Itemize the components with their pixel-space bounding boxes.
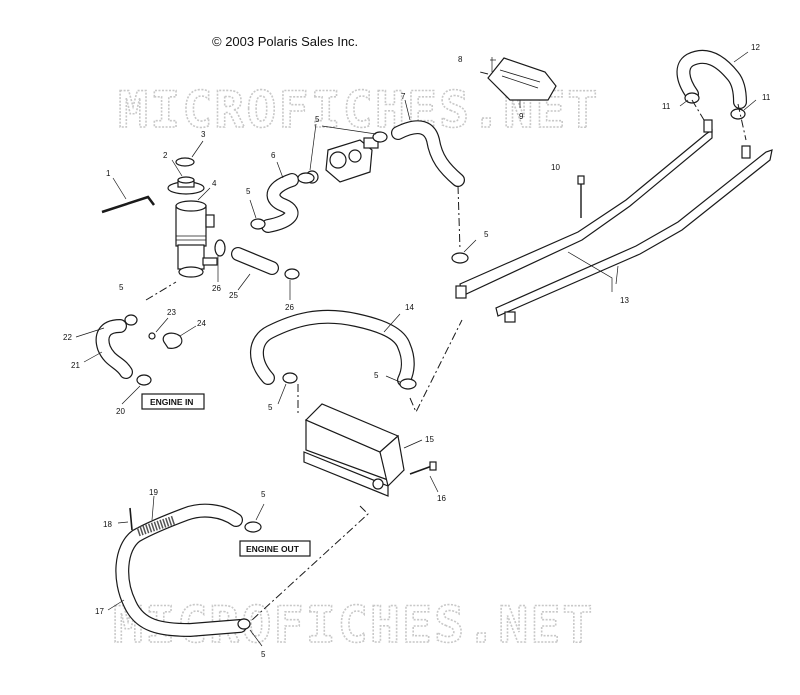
part-12-hose (676, 49, 749, 109)
callout-3: 3 (201, 130, 206, 139)
part-4-reservoir (175, 187, 218, 278)
callout-20: 20 (116, 407, 125, 416)
callout-5-left: 5 (246, 187, 251, 196)
part-16-bolt (409, 461, 439, 493)
callout-8: 8 (458, 55, 463, 64)
part-17-hose (107, 503, 247, 637)
callout-12: 12 (751, 43, 760, 52)
part-1-rod (101, 177, 155, 214)
callout-25: 25 (229, 291, 238, 300)
callout-6: 6 (271, 151, 276, 160)
connection-lines (145, 71, 747, 621)
part-10-bolt (577, 175, 585, 218)
engine-in-label: ENGINE IN (141, 393, 205, 410)
callout-24: 24 (197, 319, 206, 328)
callout-5-thermostat: 5 (315, 115, 320, 124)
callout-5-bottom: 5 (261, 650, 266, 659)
part-18-clip (117, 507, 133, 531)
callout-17: 17 (95, 607, 104, 616)
part-14-hose (250, 309, 415, 387)
hose-clamps (121, 92, 757, 647)
callout-19: 19 (149, 488, 158, 497)
callout-1: 1 (106, 169, 111, 178)
callout-2: 2 (163, 151, 168, 160)
part-9-cover (487, 57, 557, 108)
copyright-notice: © 2003 Polaris Sales Inc. (212, 34, 358, 49)
part-23-washer (148, 317, 169, 340)
callout-21: 21 (71, 361, 80, 370)
thermostat-housing (305, 137, 379, 184)
callout-4: 4 (212, 179, 217, 188)
engine-out-label: ENGINE OUT (239, 540, 311, 557)
callout-5-exchanger: 5 (484, 230, 489, 239)
callout-18: 18 (103, 520, 112, 529)
part-3-gasket (175, 140, 204, 167)
callout-22: 22 (63, 333, 72, 342)
part-13-heat-exchanger (455, 119, 773, 323)
callout-14: 14 (405, 303, 414, 312)
callout-26-right: 26 (285, 303, 294, 312)
part-24-bracket (162, 325, 197, 349)
callout-13: 13 (620, 296, 629, 305)
callout-26-left: 26 (212, 284, 221, 293)
callout-7: 7 (401, 92, 406, 101)
callout-5-lower: 5 (261, 490, 266, 499)
svg-text:ENGINE OUT: ENGINE OUT (246, 544, 300, 554)
part-21-hose (75, 319, 133, 379)
callout-23: 23 (167, 308, 176, 317)
callout-5-reservoir: 5 (119, 283, 124, 292)
callout-11-left: 11 (662, 102, 671, 111)
callout-5-box: 5 (268, 403, 273, 412)
callout-15: 15 (425, 435, 434, 444)
callout-16: 16 (437, 494, 446, 503)
callout-9: 9 (519, 112, 524, 121)
part-15-heat-exchanger-box (303, 403, 423, 497)
part-2-cap (167, 159, 205, 195)
part-19-corrugated-sleeve (136, 495, 176, 537)
svg-text:ENGINE IN: ENGINE IN (150, 397, 193, 407)
callout-11-right: 11 (762, 93, 771, 102)
callout-numbers: 1 2 3 4 5 5 5 5 5 5 5 5 6 7 8 9 10 11 11… (63, 43, 771, 659)
part-25-hose (231, 247, 279, 291)
part-6-hose (261, 161, 299, 233)
callout-5-mid: 5 (374, 371, 379, 380)
callout-10: 10 (551, 163, 560, 172)
part-7-hose (391, 99, 465, 187)
